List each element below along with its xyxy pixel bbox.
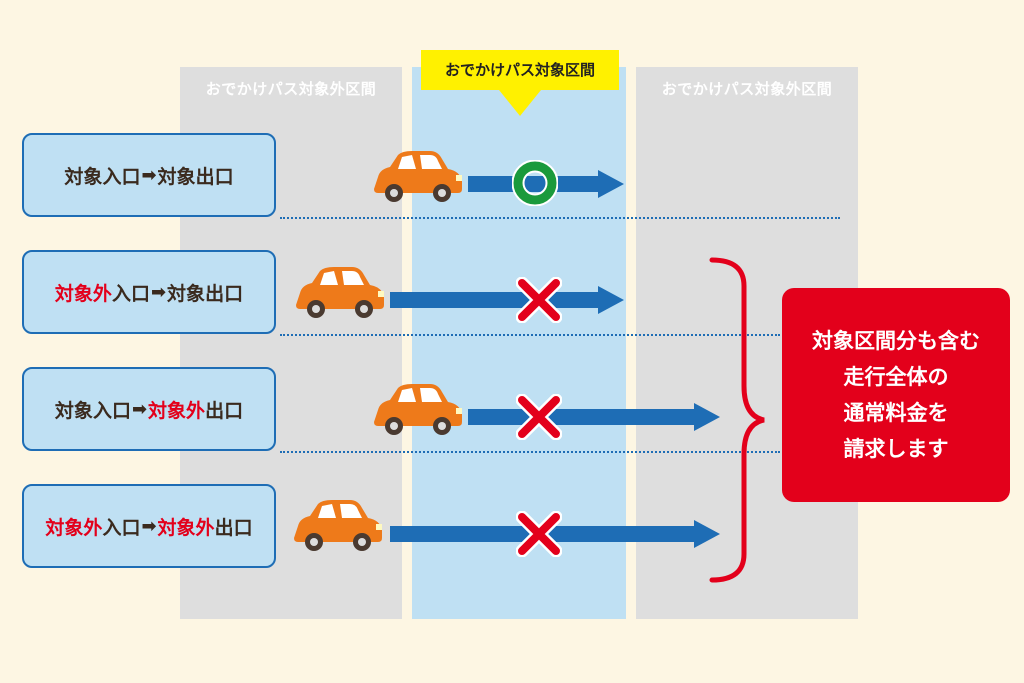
entry-label-highlight: 対象外 [54, 282, 112, 305]
cross-ng-icon [516, 394, 562, 440]
exit-suffix: 出口 [195, 165, 234, 188]
car-icon [374, 151, 462, 202]
arrowhead-icon [694, 520, 720, 548]
exit-label: 対象 [157, 165, 196, 188]
banner-label: おでかけパス対象区間 [444, 61, 595, 79]
entry-label: 対象 [54, 399, 93, 422]
route-arrow-1 [468, 176, 600, 192]
circle-ok-icon [512, 160, 558, 206]
column-label-left: おでかけパス対象外区間 [205, 80, 377, 98]
entry-suffix: 入口 [102, 516, 141, 539]
full-fare-notice: 対象区間分も含む 走行全体の 通常料金を 請求します [782, 288, 1010, 502]
row-separator [280, 217, 840, 219]
exit-suffix: 出口 [205, 282, 244, 305]
route-box-4: 対象外入口➡対象外出口 [22, 484, 276, 568]
row-separator [280, 451, 780, 453]
column-label-right: おでかけパス対象外区間 [661, 80, 833, 98]
notice-line: 請求します [843, 437, 949, 461]
right-brace-icon [709, 257, 765, 583]
right-arrow-icon: ➡ [131, 398, 148, 420]
entry-label-highlight: 対象外 [45, 516, 103, 539]
right-arrow-icon: ➡ [141, 164, 157, 186]
route-box-2: 対象外入口➡対象出口 [22, 250, 276, 334]
car-icon [374, 384, 462, 435]
notice-line: 対象区間分も含む [812, 329, 980, 353]
arrowhead-icon [694, 403, 720, 431]
exit-suffix: 出口 [205, 399, 244, 422]
route-arrow-3 [468, 409, 696, 425]
exit-suffix: 出口 [214, 516, 253, 539]
entry-label: 対象 [64, 165, 103, 188]
row-separator [280, 334, 780, 336]
banner-shape [421, 50, 619, 116]
car-icon [294, 500, 382, 551]
exit-label-highlight: 対象外 [157, 516, 215, 539]
cross-ng-icon [516, 511, 562, 557]
right-arrow-icon: ➡ [141, 515, 157, 537]
arrowhead-icon [598, 286, 624, 314]
arrowhead-icon [598, 170, 624, 198]
car-icon [296, 267, 384, 318]
route-arrow-2 [390, 292, 600, 308]
notice-line: 通常料金を [843, 401, 949, 425]
exit-label-highlight: 対象外 [148, 399, 206, 422]
entry-suffix: 入口 [92, 399, 131, 422]
notice-line: 走行全体の [843, 365, 949, 389]
route-box-3: 対象入口➡対象外出口 [22, 367, 276, 451]
right-arrow-icon: ➡ [150, 281, 167, 303]
exit-label: 対象 [167, 282, 206, 305]
entry-suffix: 入口 [111, 282, 150, 305]
target-section-banner: おでかけパス対象区間 [421, 50, 619, 116]
cross-ng-icon [516, 277, 562, 323]
route-box-1: 対象入口➡対象出口 [22, 133, 276, 217]
entry-suffix: 入口 [102, 165, 141, 188]
